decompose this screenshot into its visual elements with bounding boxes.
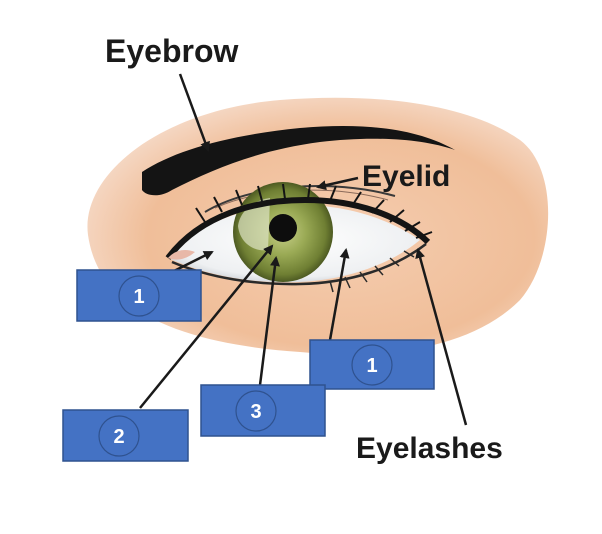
badge-circle [118,275,160,317]
badge-number: 3 [250,401,261,423]
badge-number: 1 [133,286,144,308]
badge-1-left: 1 [76,269,202,322]
pointer-2 [139,244,274,409]
badge-number: 1 [366,355,377,377]
badge-1-right: 1 [309,339,435,390]
eyelashes-pointer [415,248,468,426]
pupil [269,214,297,242]
iris-highlight [238,198,270,251]
eyelashes-label: Eyelashes [356,432,503,465]
badge-number: 2 [113,426,124,448]
badge-circle [98,415,140,457]
upper-lid-line [165,196,431,260]
badge-box [76,269,202,322]
lower-lid-line [171,243,427,286]
eyebrow [142,126,455,196]
eyebrow-pointer [178,73,210,152]
badge-box [62,409,189,462]
pointer-lines [139,73,468,426]
lower-eyelashes [329,250,415,293]
eyelid-pointer [316,176,359,191]
eyebrow-label: Eyebrow [105,33,238,69]
eyelid-label: Eyelid [362,160,450,193]
tear-duct [168,250,195,260]
badge-box [200,384,326,437]
badge-box [309,339,435,390]
pointer-3 [258,256,280,386]
upper-eyelashes [195,183,433,239]
badge-3: 3 [200,384,326,437]
pointer-1-left [171,250,214,274]
badge-circle [235,390,277,432]
badge-circle [351,344,393,386]
badge-2: 2 [62,409,189,462]
pointer-1-right [328,248,350,341]
